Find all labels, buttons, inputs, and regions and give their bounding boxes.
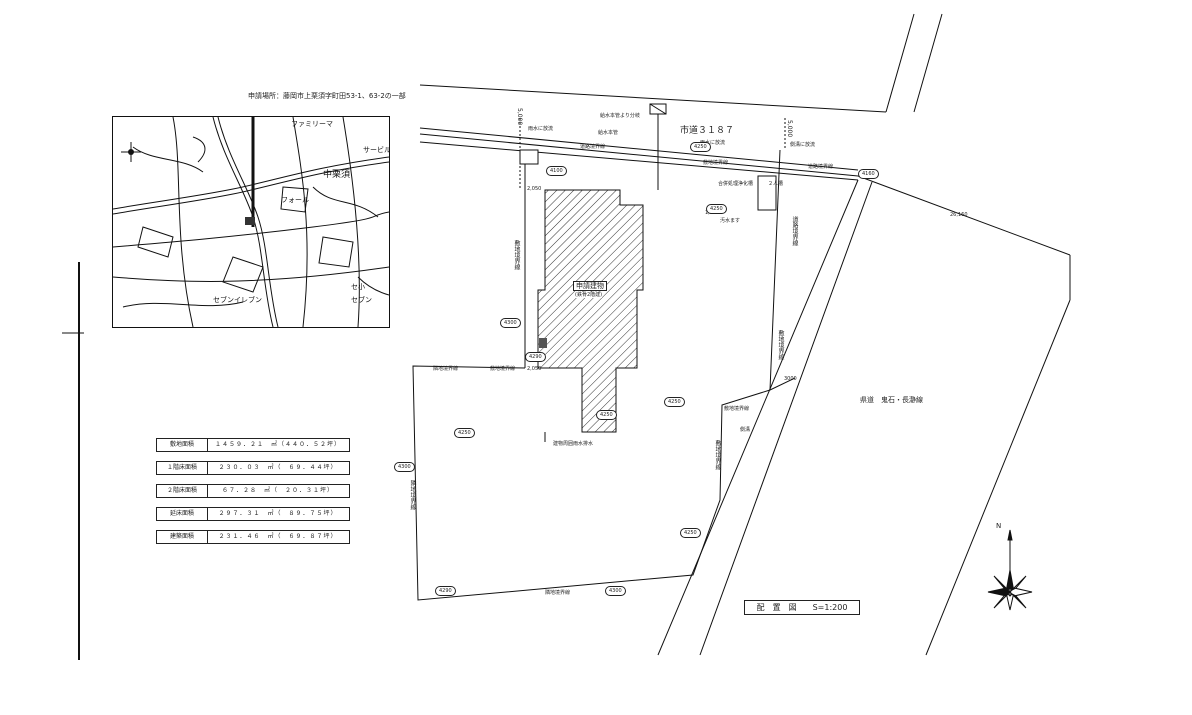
area-label: ２階床面積 xyxy=(157,485,208,497)
boundary-label: 隣地境界線 xyxy=(545,590,571,596)
area-row: 建築面積 ２３１．４６ ㎡（ ６９．８７坪） xyxy=(156,530,350,544)
boundary-label: 道路境界線 xyxy=(808,164,834,170)
area-value: １４５９．２１ ㎡（４４０．５２坪） xyxy=(214,441,341,448)
area-label: 建築面積 xyxy=(157,531,208,543)
area-value: ２９７．３１ ㎡（ ８９．７５坪） xyxy=(218,510,338,517)
dimension: 3000 xyxy=(784,376,797,382)
dimension: 2,050 xyxy=(527,366,542,372)
note-pipe: 給水本管 xyxy=(598,130,619,136)
elevation-mark: 4290 xyxy=(525,352,546,362)
boundary-label-vertical: 隣地境界線 xyxy=(409,480,416,510)
location-map: ファミリーマ 中栗須 フォール セブンイレブン サービル セブン セ小 xyxy=(112,116,390,328)
elevation-mark: 4250 xyxy=(596,410,617,420)
map-label: 中栗須 xyxy=(323,170,351,180)
map-label: セ小 xyxy=(351,283,365,291)
prefectural-road-label: 県道 鬼石・長瀞線 xyxy=(860,396,923,404)
boundary-label: 道路境界線 xyxy=(580,144,606,150)
elevation-mark: 4290 xyxy=(435,586,456,596)
elevation-mark: 4300 xyxy=(605,586,626,596)
boundary-label-vertical: 敷地境界線 xyxy=(513,240,520,270)
area-label: 延床面積 xyxy=(157,508,208,520)
elevation-mark: 4160 xyxy=(858,169,879,179)
compass-rose-icon xyxy=(987,529,1033,611)
building-sub-label: (鉄骨2階建) xyxy=(575,292,603,298)
boundary-label-vertical: 敷地境界線 xyxy=(777,330,784,360)
north-label: N xyxy=(996,522,1002,530)
dimension: 26,160 xyxy=(950,212,968,218)
boundary-label: 隣地境界線 xyxy=(433,366,459,372)
dimension: 2,050 xyxy=(527,186,542,192)
elevation-mark: 4100 xyxy=(546,166,567,176)
area-label: １階床面積 xyxy=(157,462,208,474)
area-row: ２階床面積 ６７．２８ ㎡（ ２０．３１坪） xyxy=(156,484,350,498)
area-value: ２３１．４６ ㎡（ ６９．８７坪） xyxy=(218,533,338,540)
elevation-mark: 4250 xyxy=(680,528,701,538)
note-storm: 雨水に放流 xyxy=(700,140,726,146)
elevation-mark: 4300 xyxy=(394,462,415,472)
note-septic: 合併処理浄化槽 xyxy=(718,181,754,187)
area-label: 敷地面積 xyxy=(157,439,208,451)
elevation-mark: 4250 xyxy=(454,428,475,438)
note-water: 給水本管より分岐 xyxy=(600,113,640,119)
map-label: ファミリーマ xyxy=(291,120,333,128)
area-row: １階床面積 ２３０．０３ ㎡（ ６９．４４坪） xyxy=(156,461,350,475)
area-value: ６７．２８ ㎡（ ２０．３１坪） xyxy=(221,487,334,494)
boundary-label-vertical: 敷地境界線 xyxy=(714,440,721,470)
area-value: ２３０．０３ ㎡（ ６９．４４坪） xyxy=(218,464,338,471)
map-label: セブン xyxy=(351,296,372,304)
boundary-label: 敷地境界線 xyxy=(724,406,750,412)
note-pump: 汚水ます xyxy=(720,218,741,224)
elevation-mark: 4300 xyxy=(500,318,521,328)
note-sewer-right: 側溝に放流 xyxy=(790,142,816,148)
elevation-mark: 4250 xyxy=(706,204,727,214)
location-caption: 申請場所：藤岡市上栗須字町田53-1、63-2の一部 xyxy=(248,92,406,100)
area-row: 延床面積 ２９７．３１ ㎡（ ８９．７５坪） xyxy=(156,507,350,521)
road-name: 市道３１８７ xyxy=(680,126,735,136)
boundary-label: 敷地境界線 xyxy=(703,160,729,166)
drawing-title: 配 置 図 S=1:200 xyxy=(744,600,860,615)
area-table: 敷地面積 １４５９．２１ ㎡（４４０．５２坪） １階床面積 ２３０．０３ ㎡（ … xyxy=(156,438,350,553)
area-row: 敷地面積 １４５９．２１ ㎡（４４０．５２坪） xyxy=(156,438,350,452)
location-map-roads xyxy=(113,117,389,327)
elevation-mark: 4250 xyxy=(664,397,685,407)
elevation-mark: 4250 xyxy=(690,142,711,152)
map-label: サービル xyxy=(363,146,390,154)
map-label: セブンイレブン xyxy=(213,296,262,304)
boundary-label: 敷地境界線 xyxy=(490,366,516,372)
map-label: フォール xyxy=(281,196,309,204)
building-label: 申請建物 xyxy=(573,281,607,291)
note-cut: 建物周囲雨水排水 xyxy=(553,441,594,447)
note-septic-size: ２人槽 xyxy=(768,181,784,187)
boundary-label-vertical: 道路境界線 xyxy=(791,216,798,246)
note-sewer-left: 雨水に放流 xyxy=(528,126,554,132)
dimension: 5,000 xyxy=(516,108,523,126)
boundary-label: 側溝 xyxy=(740,427,751,433)
dimension: 5,000 xyxy=(786,120,793,138)
